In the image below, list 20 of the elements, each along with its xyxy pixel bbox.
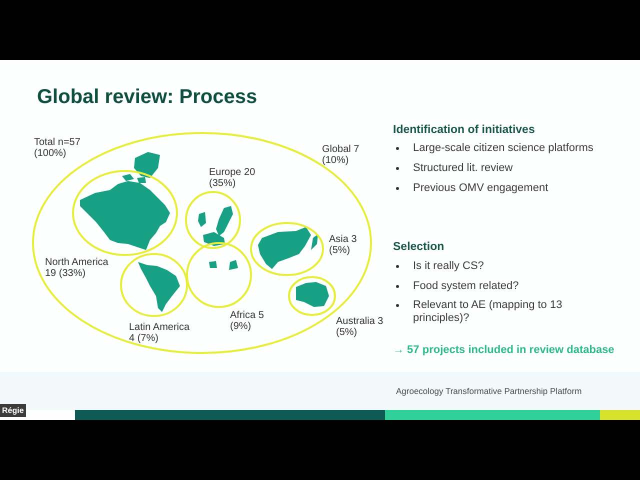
region-label: Asia 3 (5%) <box>329 234 358 256</box>
participant-tag: Régie <box>0 404 26 417</box>
region-label: Africa 5 (9%) <box>230 310 265 332</box>
list-item: Is it really CS? <box>413 260 484 273</box>
section-heading: Identification of initiatives <box>393 123 535 137</box>
list-item: Previous OMV engagement <box>413 182 548 195</box>
list-item: Structured lit. review <box>413 162 513 175</box>
region-label: Latin America 4 (7%) <box>129 322 191 344</box>
region-label: Australia 3 (5%) <box>336 316 384 338</box>
region-label: Europe 20 (35%) <box>209 167 256 189</box>
region-label: North America 19 (33%) <box>45 257 110 279</box>
total-label: Total n=57 (100%) <box>34 137 82 159</box>
result-note: → 57 projects included in review database <box>393 343 614 357</box>
global-label: Global 7 (10%) <box>322 144 360 166</box>
footer-text: Agroecology Transformative Partnership Platform <box>396 386 582 397</box>
section-heading: Selection <box>393 240 444 254</box>
list-item: Large-scale citizen science platforms <box>413 142 594 155</box>
slide-title: Global review: Process <box>37 85 258 109</box>
list-item: Food system related? <box>413 280 519 293</box>
list-item: Relevant to AE (mapping to 13 principles)? <box>413 299 564 325</box>
